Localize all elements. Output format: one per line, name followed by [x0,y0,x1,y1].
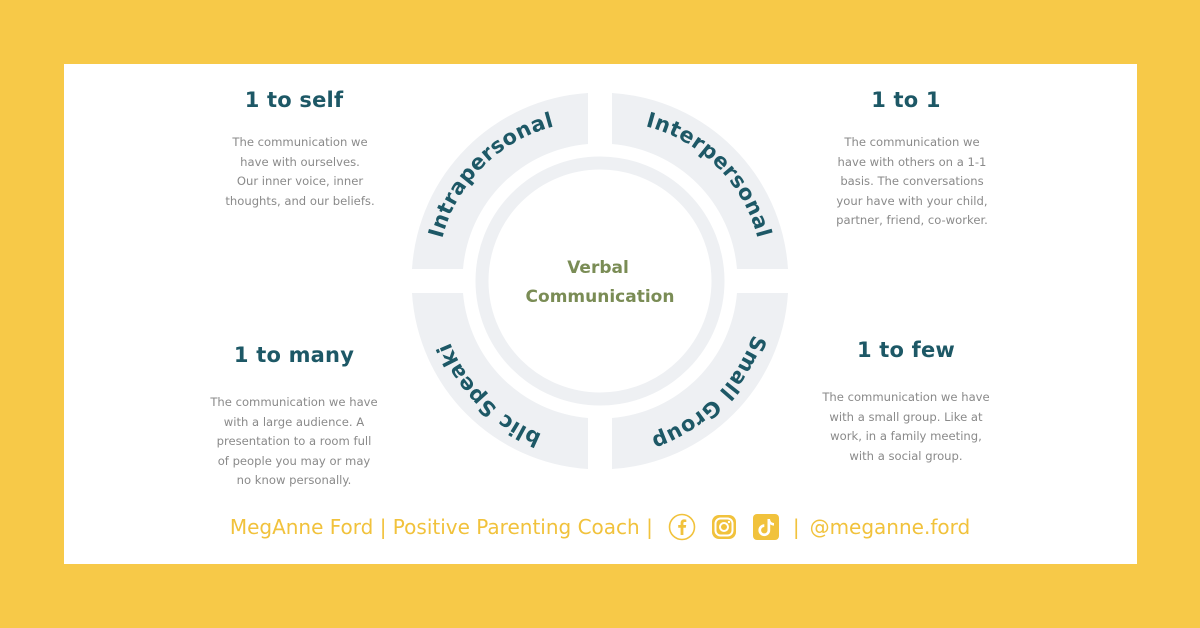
ring-segment-interpersonal [612,93,788,269]
desc-line: Our inner voice, inner [236,174,364,189]
ring-segment-intrapersonal [412,93,588,269]
center-label-line2: Communication [526,287,675,307]
desc-line: have with others on a 1-1 [837,154,987,169]
desc-line: no know personally. [236,473,352,488]
ring-segment-small-group [612,293,788,469]
desc-line: have with ourselves. [240,154,360,169]
desc-line: your have with your child, [836,193,988,208]
quadrant-title-1-to-few: 1 to few [856,338,956,362]
desc-line: partner, friend, co-worker. [836,213,988,228]
quadrant-title-1-to-many: 1 to many [233,343,355,367]
desc-line: presentation to a room full [216,434,372,449]
quadrant-title-1-to-1: 1 to 1 [871,88,941,112]
footer-handle-link[interactable]: @meganne.ford [809,515,971,539]
inner-ring [475,156,725,406]
desc-line: The communication we have [210,395,378,409]
center-label-line1: Verbal [567,258,629,278]
desc-line: basis. The conversations [840,174,984,189]
facebook-icon[interactable] [667,512,697,542]
desc-line: thoughts, and our beliefs. [225,193,375,208]
quadrant-title-1-to-self: 1 to self [244,88,344,112]
desc-line: The communication we [232,135,368,149]
desc-line: with a small group. Like at [829,409,983,424]
desc-line: The communication we [844,135,980,149]
footer-separator: | [792,515,800,539]
desc-line: work, in a family meeting, [830,429,982,444]
desc-line: The communication we have [822,390,990,404]
ring-segment-public-speaking [412,293,588,469]
quadrant-desc-1-to-1: The communication we have with others on… [817,133,1007,231]
instagram-icon[interactable] [709,512,739,542]
quadrant-desc-1-to-many: The communication we have with a large a… [199,393,389,491]
desc-line: of people you may or may [217,453,371,468]
footer-brand: MegAnne Ford | Positive Parenting Coach … [229,515,653,539]
tiktok-icon[interactable] [751,512,781,542]
quadrant-desc-1-to-few: The communication we have with a small g… [811,388,1001,466]
desc-line: with a social group. [849,448,963,463]
footer: MegAnne Ford | Positive Parenting Coach … [0,510,1200,544]
desc-line: with a large audience. A [223,414,365,429]
quadrant-desc-1-to-self: The communication we have with ourselves… [205,133,395,211]
